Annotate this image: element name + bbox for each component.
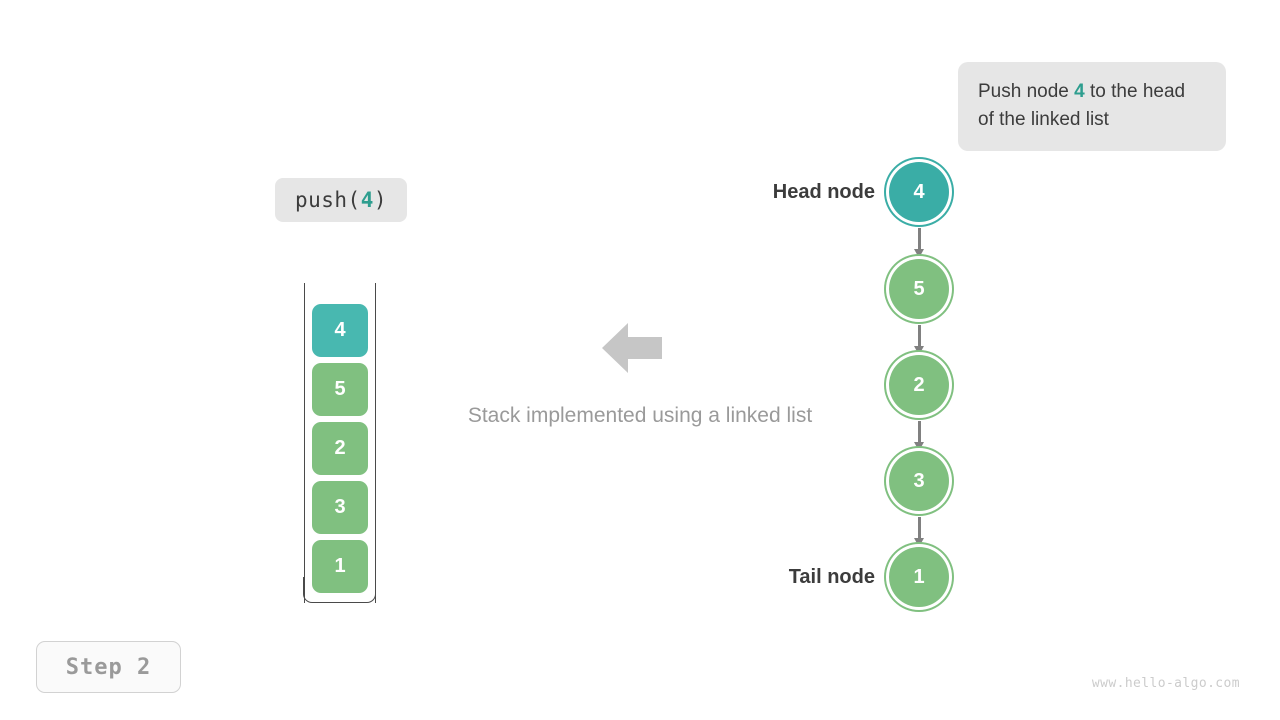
stack-container: 4 5 2 3 1	[303, 283, 377, 603]
stack-cell: 3	[312, 481, 368, 534]
flow-arrow-left-icon	[602, 320, 662, 376]
stack-cell: 1	[312, 540, 368, 593]
stack-cell: 4	[312, 304, 368, 357]
operation-close-paren: )	[373, 188, 388, 212]
step-badge: Step 2	[36, 641, 181, 693]
callout-box: Push node 4 to the head of the linked li…	[958, 62, 1226, 151]
linked-list-edge	[914, 517, 924, 547]
stack-wall-left	[303, 283, 305, 603]
linked-list-node: 1	[889, 547, 949, 607]
stack-cell-list: 4 5 2 3 1	[312, 304, 368, 599]
operation-chip: push(4)	[275, 178, 407, 222]
stack-cell: 5	[312, 363, 368, 416]
linked-list-node: 3	[889, 451, 949, 511]
linked-list-edge	[914, 421, 924, 451]
linked-list: 4 5 2 3 1	[860, 150, 990, 620]
linked-list-edge	[914, 325, 924, 355]
operation-open-paren: (	[347, 188, 361, 212]
edge-shaft	[917, 325, 921, 346]
operation-argument: 4	[360, 188, 374, 212]
edge-arrowhead-icon	[914, 249, 924, 258]
stack-floor	[303, 577, 376, 603]
linked-list-edge	[914, 228, 924, 258]
linked-list-node: 2	[889, 355, 949, 415]
callout-accent-value: 4	[1074, 81, 1085, 102]
edge-shaft	[917, 517, 921, 538]
diagram-caption: Stack implemented using a linked list	[467, 404, 813, 427]
linked-list-node: 4	[889, 162, 949, 222]
edge-shaft	[917, 228, 921, 249]
operation-name: push	[294, 188, 348, 212]
callout-text-after: to the head of the linked list	[978, 81, 1186, 130]
callout-text-before: Push node	[978, 81, 1075, 102]
tail-node-label: Tail node	[788, 566, 875, 588]
linked-list-node: 5	[889, 259, 949, 319]
stack-wall-right	[375, 283, 376, 603]
watermark: www.hello-algo.com	[1091, 676, 1240, 691]
edge-arrowhead-icon	[914, 538, 924, 547]
edge-arrowhead-icon	[914, 346, 924, 355]
edge-arrowhead-icon	[914, 442, 924, 451]
edge-shaft	[917, 421, 921, 442]
head-node-label: Head node	[772, 181, 875, 203]
stack-cell: 2	[312, 422, 368, 475]
